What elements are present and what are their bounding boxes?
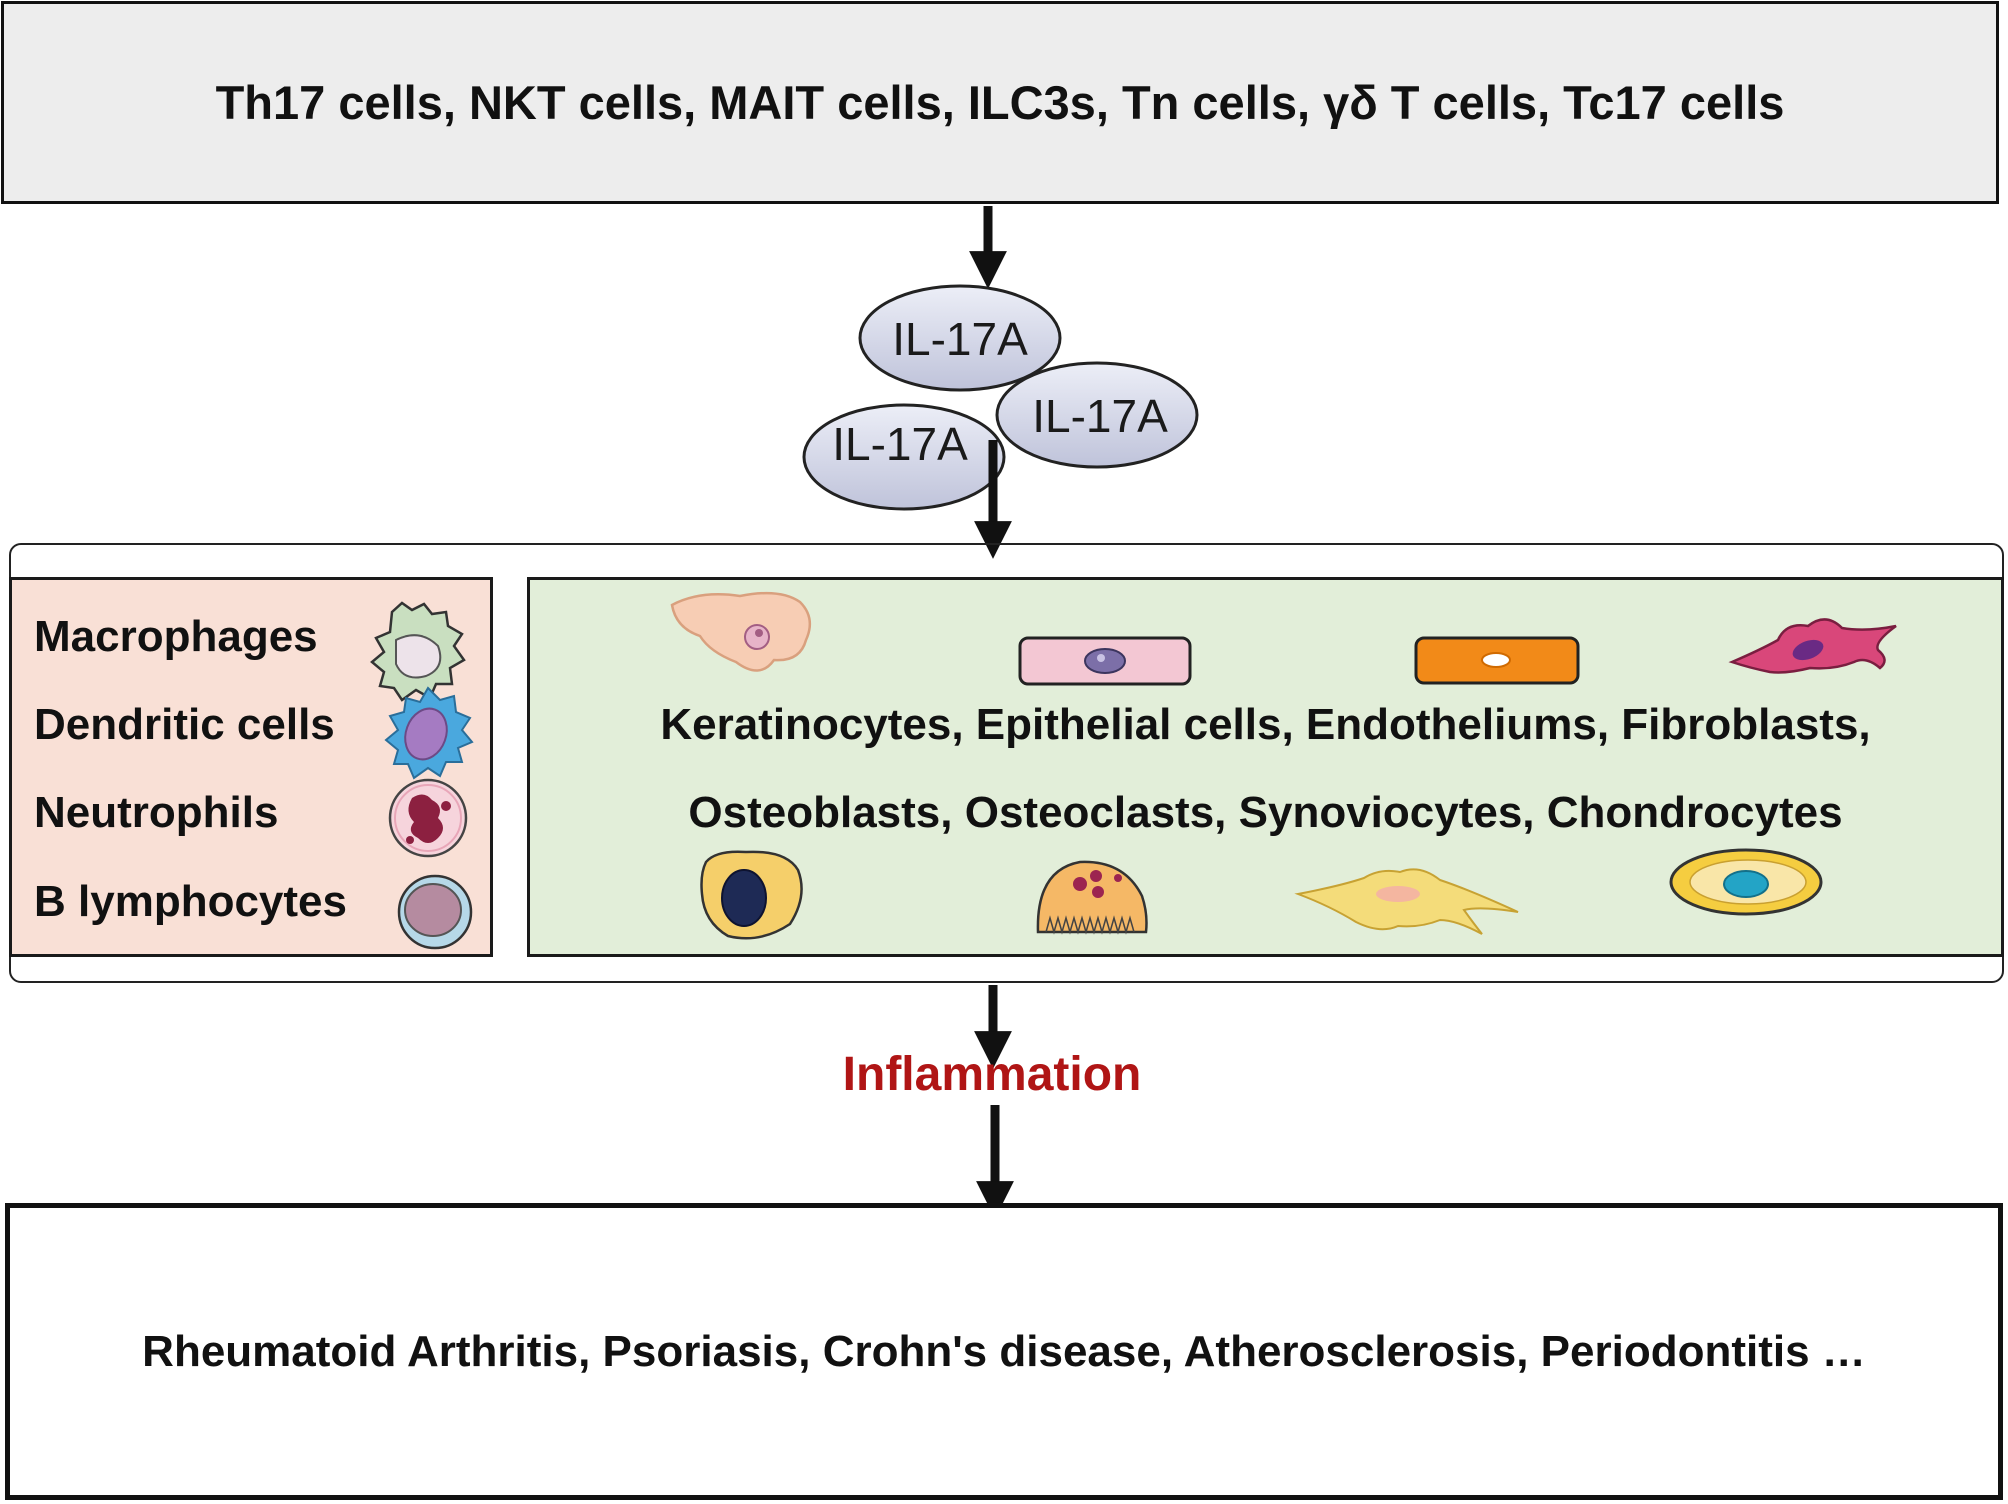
endothelium-icon [1414, 636, 1580, 685]
il17a-label-right: IL-17A [1032, 390, 1168, 442]
b-lymphocytes-label: B lymphocytes [34, 877, 347, 926]
neutrophils-label: Neutrophils [34, 788, 279, 837]
il17a-label-top: IL-17A [892, 313, 1028, 365]
producer-cells-text: Th17 cells, NKT cells, MAIT cells, ILC3s… [215, 76, 1785, 129]
tissue-cells-line-2: Osteoblasts, Osteoclasts, Synoviocytes, … [688, 788, 1843, 837]
macrophage-icon [370, 601, 466, 702]
osteoclast-icon [1036, 860, 1148, 935]
il17a-ellipse-right [995, 361, 1199, 469]
keratinocyte-icon [670, 591, 812, 672]
dendritic-cells-label: Dendritic cells [34, 700, 335, 749]
inflammation-label: Inflammation [842, 1048, 1142, 1101]
producer-cells-box: Th17 cells, NKT cells, MAIT cells, ILC3s… [1, 1, 1999, 204]
dendritic-cell-icon [384, 686, 474, 780]
il17a-ellipse-left [802, 403, 1006, 511]
chondrocyte-icon [1669, 848, 1823, 916]
il17a-cluster: IL-17A IL-17A IL-17A [802, 284, 1199, 511]
tissue-cells-line-1: Keratinocytes, Epithelial cells, Endothe… [660, 700, 1871, 749]
macrophages-label: Macrophages [34, 612, 318, 661]
synoviocyte-icon [1294, 868, 1519, 935]
diseases-text: Rheumatoid Arthritis, Psoriasis, Crohn's… [142, 1326, 1866, 1376]
osteoblast-icon [700, 850, 803, 940]
neutrophil-icon [388, 778, 468, 858]
epithelial-cell-icon [1018, 636, 1192, 686]
il17a-ellipse-top [858, 284, 1062, 392]
b-lymphocyte-icon [397, 874, 473, 950]
diseases-box: Rheumatoid Arthritis, Psoriasis, Crohn's… [5, 1203, 2003, 1500]
il17a-label-left: IL-17A [832, 418, 968, 470]
fibroblast-icon [1728, 618, 1897, 674]
